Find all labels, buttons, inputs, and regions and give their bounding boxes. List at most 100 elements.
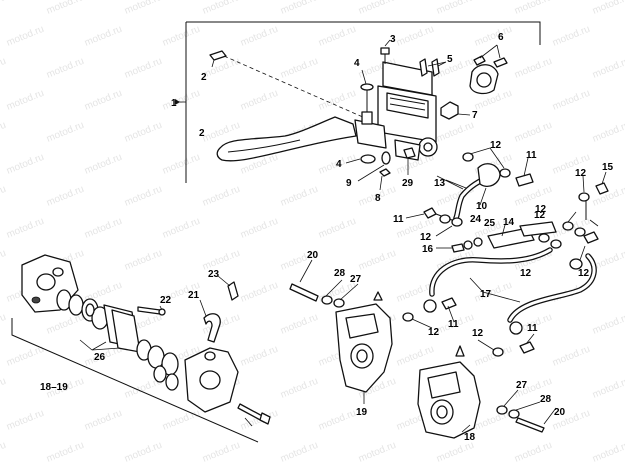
watermark-text: motod.ru xyxy=(123,248,164,273)
watermark-text: motod.ru xyxy=(201,0,242,17)
right-caliper xyxy=(417,321,557,439)
callout-label: 21 xyxy=(188,290,200,301)
watermark-text: motod.ru xyxy=(5,216,46,241)
watermark-text: motod.ru xyxy=(591,440,625,465)
callout-label: 16 xyxy=(422,244,434,255)
watermark-text: motod.ru xyxy=(279,376,320,401)
watermark-text: motod.ru xyxy=(45,56,86,81)
watermark-text: motod.ru xyxy=(0,376,8,401)
callout-label: 11 xyxy=(527,323,538,334)
watermark-text: motod.ru xyxy=(5,88,46,113)
bleeder-15 xyxy=(578,171,609,220)
watermark-text: motod.ru xyxy=(317,216,358,241)
watermark-text: motod.ru xyxy=(201,56,242,81)
watermark-text: motod.ru xyxy=(435,0,476,17)
watermark-text: motod.ru xyxy=(357,440,398,465)
watermark-text: motod.ru xyxy=(239,88,280,113)
callout-label: 12 xyxy=(520,268,532,279)
watermark-text: motod.ru xyxy=(279,312,320,337)
watermark-text: motod.ru xyxy=(279,0,320,17)
callout-label: 27 xyxy=(516,380,528,391)
callout-label: 20 xyxy=(307,250,319,261)
watermark-text: motod.ru xyxy=(161,408,202,433)
watermark-text: motod.ru xyxy=(357,248,398,273)
watermark-text: motod.ru xyxy=(473,24,514,49)
watermark-text: motod.ru xyxy=(83,216,124,241)
watermark-text: motod.ru xyxy=(317,88,358,113)
callout-label: 12 xyxy=(428,327,440,338)
middle-caliper xyxy=(289,259,457,404)
watermark-text: motod.ru xyxy=(123,56,164,81)
callout-labels: 1 2 2 3 4 4 5 6 7 8 9 10 11 11 11 11 12 … xyxy=(40,32,614,443)
watermark-text: motod.ru xyxy=(473,408,514,433)
watermark-text: motod.ru xyxy=(591,312,625,337)
watermark-text: motod.ru xyxy=(123,120,164,145)
watermark-text: motod.ru xyxy=(279,440,320,465)
watermark-text: motod.ru xyxy=(0,0,8,17)
banjo-10 xyxy=(477,163,501,206)
watermark-text: motod.ru xyxy=(239,344,280,369)
callout-label: 18 xyxy=(464,432,476,443)
callout-label: 19 xyxy=(356,407,368,418)
watermark-text: motod.ru xyxy=(395,24,436,49)
callout-label: 15 xyxy=(602,162,614,173)
watermark-text: motod.ru xyxy=(123,440,164,465)
watermark-text: motod.ru xyxy=(551,88,592,113)
adjuster-stack-4 xyxy=(345,69,376,164)
callout-label: 24 xyxy=(470,214,482,225)
watermark-text: motod.ru xyxy=(201,440,242,465)
callout-label: 12 xyxy=(420,232,432,243)
callout-label: 12 xyxy=(575,168,587,179)
callout-label: 4 xyxy=(336,159,342,170)
callout-label: 5 xyxy=(447,54,453,65)
watermark-text: motod.ru xyxy=(435,56,476,81)
watermark-text: motod.ru xyxy=(201,184,242,209)
watermark-text: motod.ru xyxy=(161,24,202,49)
callout-label: 7 xyxy=(472,110,478,121)
callout-label: 11 xyxy=(526,150,537,161)
callout-label: 12 xyxy=(578,268,590,279)
watermark-text: motod.ru xyxy=(279,184,320,209)
watermark-text: motod.ru xyxy=(239,280,280,305)
watermark-text: motod.ru xyxy=(45,184,86,209)
watermark-text: motod.ru xyxy=(239,216,280,241)
callout-label: 2 xyxy=(201,72,207,83)
brake-lever xyxy=(216,116,357,162)
callout-label: 13 xyxy=(434,178,446,189)
callout-label: 28 xyxy=(540,394,552,405)
callout-label: 27 xyxy=(350,274,362,285)
callout-label: 1 xyxy=(171,98,177,109)
callout-label: 12 xyxy=(535,204,547,215)
callout-label: 2 xyxy=(199,128,205,139)
callout-label: 11 xyxy=(393,214,404,225)
right-fittings xyxy=(562,211,599,270)
watermark-text: motod.ru xyxy=(513,0,554,17)
watermark-text: motod.ru xyxy=(123,184,164,209)
junction-bolts-left xyxy=(405,207,465,253)
watermark-text: motod.ru xyxy=(0,440,8,465)
callout-label: 3 xyxy=(390,34,396,45)
watermark-text: motod.ru xyxy=(357,0,398,17)
callout-label: 9 xyxy=(346,178,352,189)
watermark-text: motod.ru xyxy=(317,408,358,433)
callout-label: 8 xyxy=(375,193,381,204)
watermark-text: motod.ru xyxy=(239,24,280,49)
callout-label: 28 xyxy=(334,268,346,279)
watermark-text: motod.ru xyxy=(551,24,592,49)
left-caliper-group xyxy=(11,254,271,443)
watermark-text: motod.ru xyxy=(161,152,202,177)
callout-label: 14 xyxy=(503,217,515,228)
watermark-text: motod.ru xyxy=(83,408,124,433)
watermark-text: motod.ru xyxy=(473,344,514,369)
watermark-text: motod.ru xyxy=(513,120,554,145)
watermark-text: motod.ru xyxy=(0,248,8,273)
screw-3 xyxy=(380,39,391,64)
watermark-text: motod.ru xyxy=(45,0,86,17)
hose-junction-14 xyxy=(463,221,562,250)
watermark-text: motod.ru xyxy=(45,312,86,337)
small-parts-8-9-29 xyxy=(357,147,416,191)
callout-label: 23 xyxy=(208,269,220,280)
watermark-text: motod.ru xyxy=(161,216,202,241)
watermark-text: motod.ru xyxy=(513,440,554,465)
watermark-text: motod.ru xyxy=(83,88,124,113)
